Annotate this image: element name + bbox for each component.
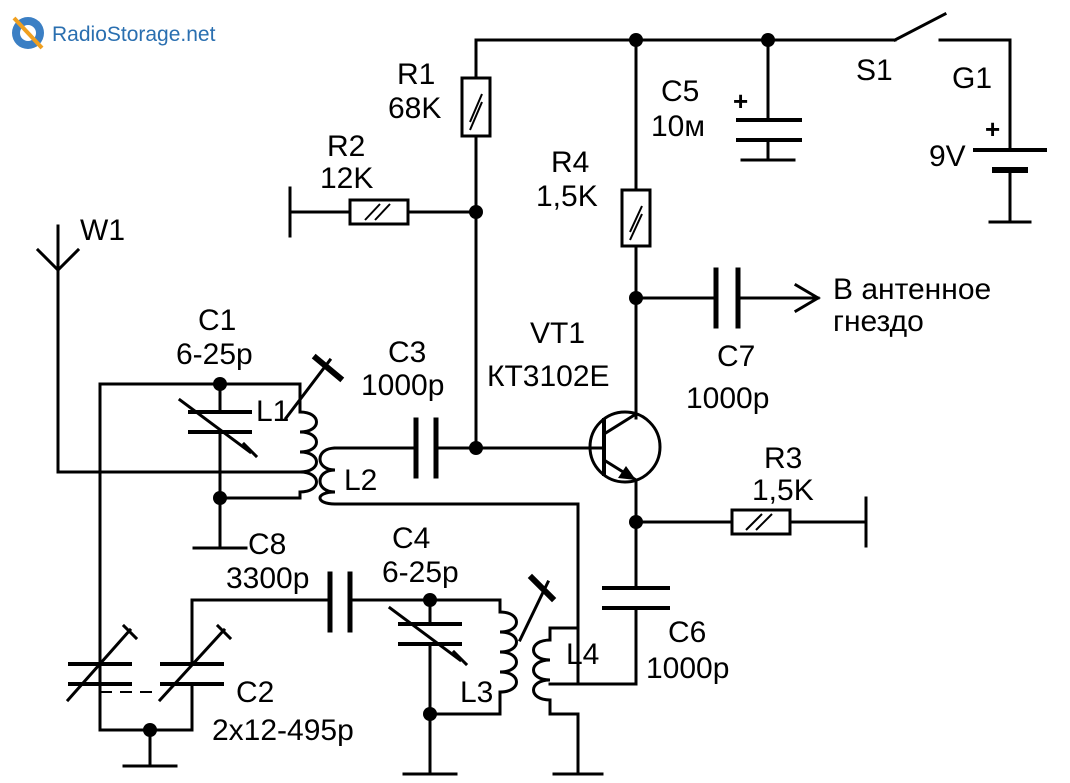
tank-c1-l1 — [98, 353, 345, 694]
label-r3-value: 1,5K — [752, 474, 814, 507]
label-s1: S1 — [856, 54, 893, 87]
label-c6-ref: C6 — [668, 616, 706, 649]
watermark-text: RadioStorage.net — [52, 23, 216, 46]
label-g1-value: 9V — [929, 140, 966, 173]
label-c5-value: 10м — [651, 110, 705, 143]
label-l4: L4 — [566, 638, 599, 671]
label-c7-value: 1000p — [686, 382, 769, 415]
radiostorage-logo-icon — [12, 16, 44, 50]
label-c4-value: 6-25p — [382, 556, 459, 589]
inductor-l4 — [532, 626, 604, 776]
label-c8-ref: C8 — [248, 528, 286, 561]
resistor-r3 — [634, 496, 868, 548]
label-c3-value: 1000p — [361, 369, 444, 402]
label-r2-value: 12K — [320, 162, 373, 195]
label-r2-ref: R2 — [327, 130, 365, 163]
label-r4-value: 1,5K — [536, 180, 598, 213]
label-l1: L1 — [256, 395, 289, 428]
antenna-w1 — [35, 224, 302, 474]
label-l3: L3 — [460, 676, 493, 709]
label-c6-value: 1000p — [646, 652, 729, 685]
label-g1-ref: G1 — [952, 62, 992, 95]
switch-s1 — [892, 11, 1012, 152]
resistor-r2 — [288, 186, 478, 238]
resistor-r4 — [620, 188, 652, 248]
label-l2: L2 — [344, 464, 377, 497]
transistor-vt1 — [474, 410, 662, 484]
junction-dots — [143, 33, 775, 737]
label-c5-ref: C5 — [661, 75, 699, 108]
c5-polarity: + — [733, 86, 748, 116]
label-c1-ref: C1 — [198, 304, 236, 337]
label-c8-value: 3300p — [226, 562, 309, 595]
label-r3-ref: R3 — [764, 442, 802, 475]
label-r4-ref: R4 — [551, 146, 589, 179]
label-c7-ref: C7 — [717, 340, 755, 373]
g1-polarity: + — [985, 114, 1000, 144]
capacitor-c7 — [634, 267, 820, 329]
output-arrow-icon — [793, 282, 821, 314]
label-c2-value: 2x12-495p — [212, 714, 354, 747]
label-c3-ref: C3 — [388, 336, 426, 369]
resistor-r1 — [460, 76, 492, 138]
label-r1-ref: R1 — [397, 58, 435, 91]
label-vt1-value: КТ3102Е — [487, 360, 610, 393]
capacitor-c2 — [65, 598, 233, 768]
inductor-l2 — [318, 446, 580, 686]
label-c1-value: 6-25p — [176, 338, 253, 371]
label-vt1-ref: VT1 — [530, 317, 585, 350]
output-label-line2: гнездо — [833, 305, 924, 338]
label-c2-ref: C2 — [236, 676, 274, 709]
label-w1: W1 — [80, 214, 125, 247]
output-label-line1: В антенное — [833, 273, 991, 306]
tank-c4-l3 — [387, 573, 557, 776]
capacitor-c5 — [736, 38, 802, 162]
label-c4-ref: C4 — [392, 522, 430, 555]
label-r1-value: 68K — [388, 92, 441, 125]
battery-g1 — [973, 148, 1047, 224]
